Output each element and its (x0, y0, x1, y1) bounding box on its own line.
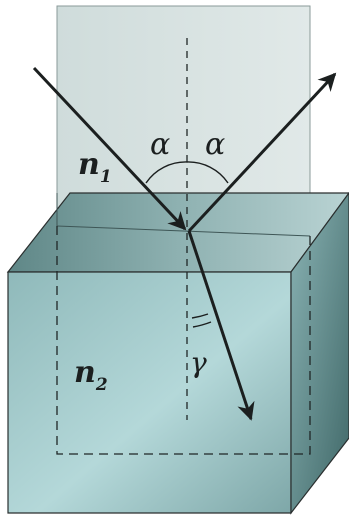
plane-hidden-outline (56, 226, 311, 455)
refracted-ray (187, 230, 255, 421)
n1-letter: n (78, 147, 100, 182)
refraction-arc-2 (192, 321, 212, 328)
alpha-left-label: α (150, 127, 170, 162)
alpha-right-label: α (205, 127, 225, 162)
refraction-arc-1 (191, 313, 209, 319)
gamma-label: γ (190, 346, 207, 379)
n1-subscript: 1 (100, 167, 112, 187)
n2-letter: n (74, 355, 96, 390)
n2-subscript: 2 (95, 375, 108, 395)
reflected-ray (187, 72, 337, 233)
n1-label: n1 (78, 147, 112, 187)
reflection-arc-right (186, 161, 229, 184)
block-side-face (290, 191, 349, 515)
incident-ray (32, 66, 187, 231)
n2-label: n2 (74, 355, 108, 395)
intersection-line (56, 225, 311, 237)
block-front-face (7, 271, 292, 514)
incidence-arc-left (145, 161, 188, 184)
